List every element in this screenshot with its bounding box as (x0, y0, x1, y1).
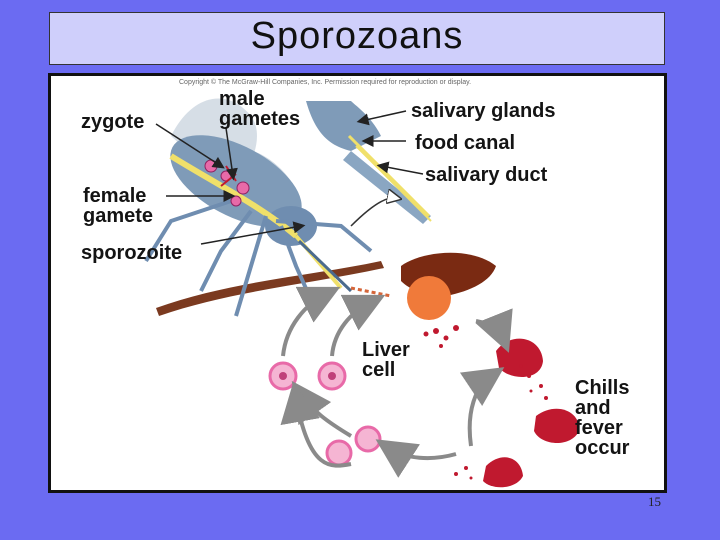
label-pointers (155, 110, 424, 245)
label-food-canal: food canal (415, 132, 516, 154)
duct-inset (343, 151, 431, 224)
life-cycle-illustration (144, 98, 580, 488)
label-salivary-glands: salivary glands (411, 100, 556, 122)
mosquito-proboscis (297, 239, 353, 293)
label-female-gamete: female gamete (83, 185, 154, 227)
label-male-gametes: male gametes (219, 88, 301, 130)
inset-arrow (350, 198, 396, 227)
label-sporozoite: sporozoite (81, 242, 183, 264)
liver-cell (407, 276, 451, 320)
cycle-arrows (280, 286, 513, 478)
malaria-life-cycle-figure: Copyright © The McGraw-Hill Companies, I… (48, 73, 667, 493)
sporozoite-path (350, 286, 392, 298)
red-blood-cells (454, 338, 580, 488)
label-salivary-duct: salivary duct (425, 164, 548, 186)
label-chills-fever: Chills and fever occur (575, 377, 630, 459)
copyright-notice: Copyright © The McGraw-Hill Companies, I… (179, 79, 472, 86)
label-liver-cell: Liver cell (362, 339, 410, 381)
merozoites-released (423, 325, 459, 348)
page-number: 15 (648, 494, 661, 509)
title-box: Sporozoans (49, 12, 665, 65)
salivary-gland-inset (306, 101, 381, 151)
mosquito-head (265, 206, 317, 246)
label-zygote: zygote (81, 111, 145, 133)
slide-title: Sporozoans (250, 15, 464, 57)
food-canal-inset (347, 134, 431, 218)
